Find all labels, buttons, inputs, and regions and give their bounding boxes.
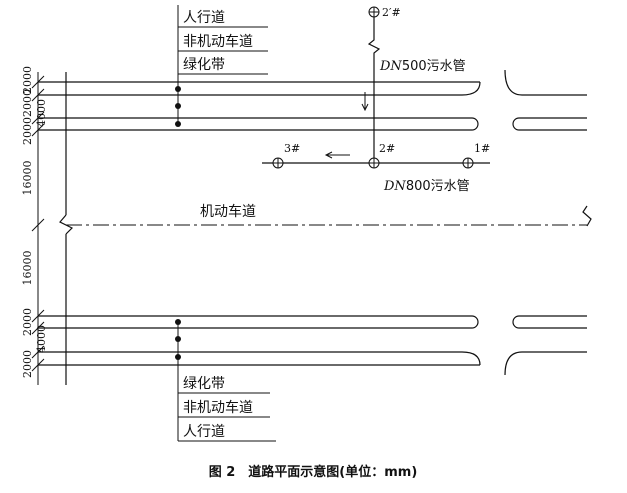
greenbelt-top-right — [512, 117, 587, 131]
dim-label-2000-a: 2000 — [21, 66, 34, 94]
bikelane-edge-bottom-right — [504, 351, 587, 376]
dn500-pipe-line — [367, 17, 381, 158]
flow-arrow-dn500-head-icon — [361, 103, 369, 112]
bikelane-edge-top-right — [504, 69, 587, 96]
leader-dot-bikelane-bottom — [175, 336, 181, 342]
manhole-1-icon — [462, 157, 474, 169]
label-top-greenbelt: 绿化带 — [183, 57, 225, 73]
bikelane-edge-top — [38, 81, 481, 96]
dim-label-16000-top: 16000 — [21, 161, 34, 196]
greenbelt-bottom-left — [38, 315, 479, 329]
dim-label-2000-c: 2000 — [21, 117, 34, 145]
manhole-3-icon — [272, 157, 284, 169]
label-top-sidewalk: 人行道 — [183, 10, 225, 26]
leader-dot-greenbelt-top — [175, 121, 181, 127]
dimension-ticks — [31, 75, 45, 372]
leader-dot-greenbelt-bottom — [175, 319, 181, 325]
greenbelt-bottom-right — [512, 315, 587, 329]
label-bottom-sidewalk: 人行道 — [183, 424, 225, 440]
dim-label-4000-top: 4000 — [35, 99, 48, 127]
leader-dot-bikelane-top — [175, 103, 181, 109]
leader-dot-sidewalk-top — [175, 86, 181, 92]
leader-dot-sidewalk-bottom — [175, 354, 181, 360]
dim-label-16000-bottom: 16000 — [21, 251, 34, 286]
label-manhole-1: 1# — [474, 142, 490, 155]
label-dn800-pipe: DN800污水管 — [383, 179, 470, 194]
dim-label-4000-bottom: 4000 — [35, 325, 48, 353]
right-break-mark — [582, 205, 592, 227]
manhole-2-icon — [368, 157, 380, 169]
figure-caption: 图 2 道路平面示意图(单位：mm) — [209, 464, 418, 480]
flow-arrow-dn800-head-icon — [324, 151, 333, 159]
label-dn500-pipe: DN500污水管 — [379, 59, 466, 74]
dim-label-2000-b: 2000 — [21, 89, 34, 117]
dim-label-2000-e: 2000 — [21, 350, 34, 378]
label-manhole-2prime: 2′# — [382, 6, 401, 19]
bikelane-edge-bottom — [38, 351, 481, 366]
label-manhole-3: 3# — [284, 142, 300, 155]
label-motorway: 机动车道 — [200, 203, 256, 220]
label-manhole-2: 2# — [379, 142, 395, 155]
dim-label-2000-d: 2000 — [21, 308, 34, 336]
greenbelt-top-left — [38, 117, 479, 131]
label-bottom-bikelane: 非机动车道 — [183, 399, 253, 416]
label-bottom-greenbelt: 绿化带 — [183, 376, 225, 392]
label-top-bikelane: 非机动车道 — [183, 33, 253, 50]
